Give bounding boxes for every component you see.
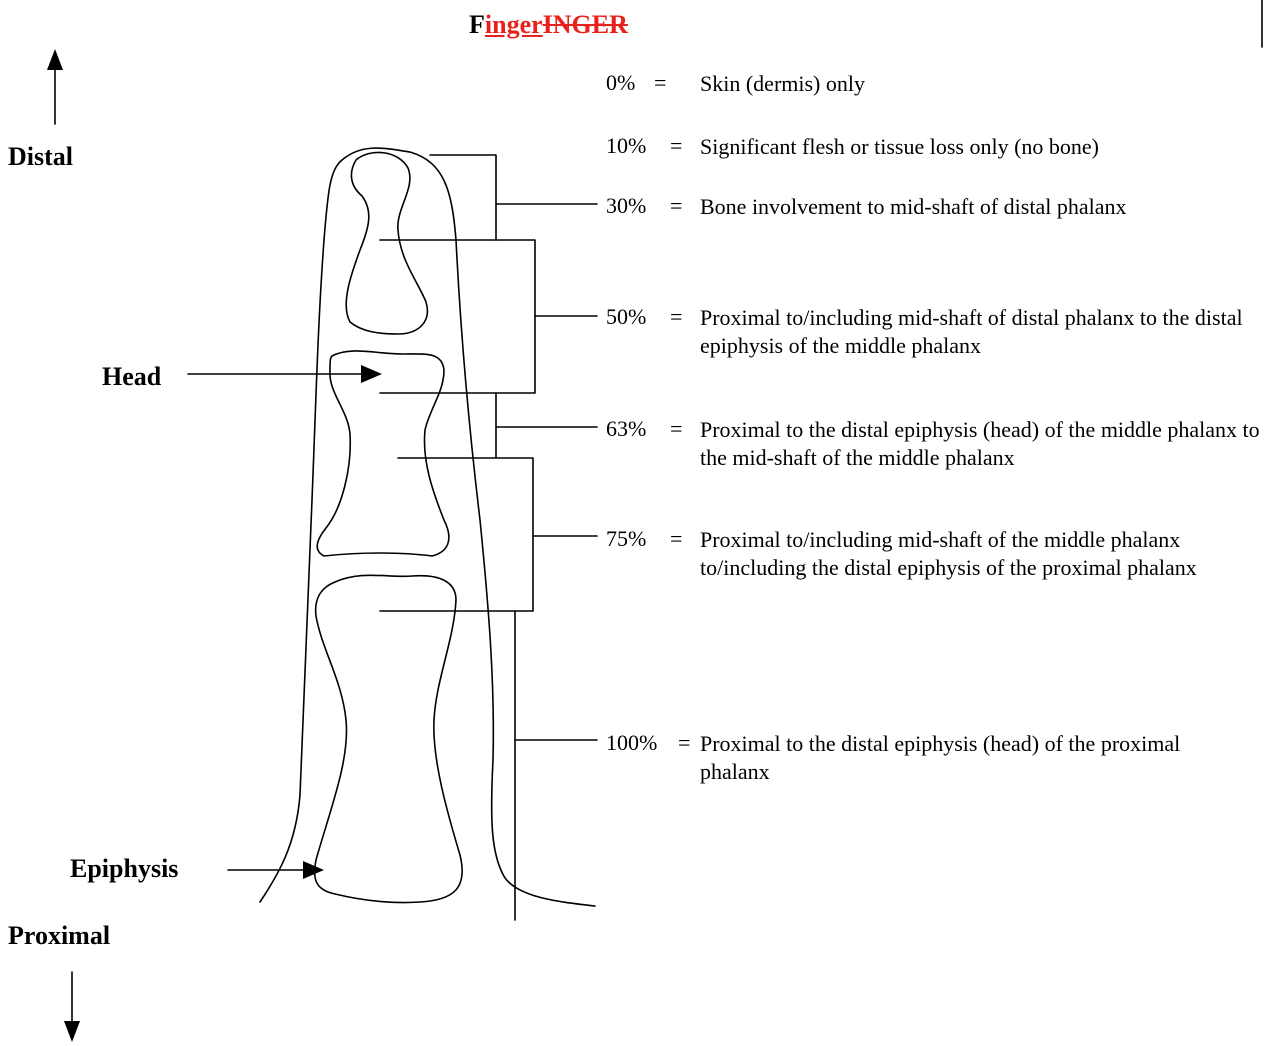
finger-outline <box>260 148 595 906</box>
legend-description: Proximal to/including mid-shaft of dista… <box>700 304 1260 360</box>
proximal-label: Proximal <box>8 921 110 951</box>
legend-percent: 10% <box>606 133 646 159</box>
legend-percent: 0% <box>606 70 635 96</box>
distal-label: Distal <box>8 142 73 172</box>
distal-phalanx <box>346 152 427 334</box>
legend-equals: = <box>670 416 682 442</box>
legend-description: Proximal to the distal epiphysis (head) … <box>700 730 1220 786</box>
legend-equals: = <box>670 193 682 219</box>
epiphysis-label: Epiphysis <box>70 854 178 884</box>
head-label: Head <box>102 362 161 392</box>
legend-description: Significant flesh or tissue loss only (n… <box>700 133 1260 161</box>
legend-description: Bone involvement to mid-shaft of distal … <box>700 193 1260 221</box>
legend-equals: = <box>670 526 682 552</box>
epiphysis-arrow-head <box>303 861 324 879</box>
bracket-30 <box>430 155 496 240</box>
legend-equals: = <box>670 304 682 330</box>
distal-arrow-head <box>47 49 63 70</box>
proximal-phalanx <box>315 575 463 902</box>
legend-percent: 75% <box>606 526 646 552</box>
middle-phalanx <box>317 351 449 556</box>
legend-percent: 63% <box>606 416 646 442</box>
legend-equals: = <box>670 133 682 159</box>
legend-description: Proximal to the distal epiphysis (head) … <box>700 416 1270 472</box>
legend-percent: 100% <box>606 730 657 756</box>
legend-percent: 30% <box>606 193 646 219</box>
proximal-arrow-head <box>64 1021 80 1042</box>
bracket-75 <box>380 458 533 611</box>
legend-percent: 50% <box>606 304 646 330</box>
legend-equals: = <box>678 730 690 756</box>
legend-description: Proximal to/including mid-shaft of the m… <box>700 526 1210 582</box>
legend-description: Skin (dermis) only <box>700 70 1260 98</box>
legend-equals: = <box>654 70 666 96</box>
head-arrow-head <box>361 365 382 383</box>
